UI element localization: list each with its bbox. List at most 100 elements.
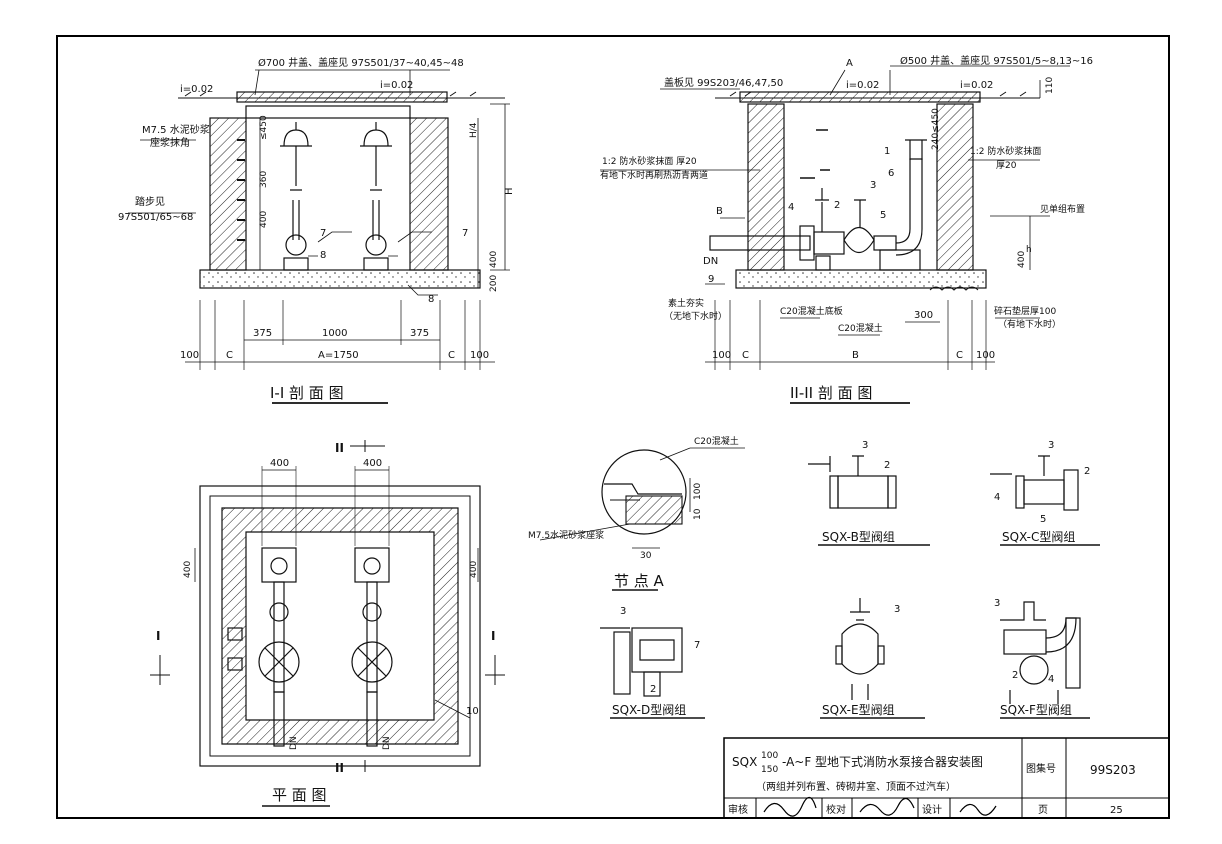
node-a-labels: C20混凝土 M7.5水泥砂浆座浆 100 10 30 节 点 A bbox=[528, 435, 739, 590]
sec2-dim-C2: C bbox=[956, 350, 963, 361]
plan-dim-400a: 400 bbox=[270, 458, 289, 469]
sec2-waterproof-right: 1:2 防水砂浆抹面 bbox=[970, 145, 1041, 157]
sec2-label-1: 1 bbox=[884, 146, 890, 157]
sec2-label-DN: DN bbox=[703, 256, 718, 267]
valve-c-title: SQX-C型阀组 bbox=[1002, 530, 1075, 544]
valve-f-n3: 3 bbox=[994, 598, 1000, 609]
sec2-title: II-II 剖 面 图 bbox=[790, 384, 872, 402]
sec2-dim-100b: 100 bbox=[976, 350, 995, 361]
section-1-drawing bbox=[128, 69, 510, 404]
sec2-gravel-note: 碎石垫层厚100 bbox=[994, 305, 1056, 317]
sec2-waterproof-right2: 厚20 bbox=[996, 160, 1017, 171]
sec2-dim-100a: 100 bbox=[712, 350, 731, 361]
plan-label-10: 10 bbox=[466, 706, 479, 717]
node-dim-100: 100 bbox=[693, 483, 703, 500]
valve-d-n7: 7 bbox=[694, 640, 700, 651]
tb-title-prefix: SQX bbox=[732, 755, 757, 769]
plan-dn-a: DN bbox=[289, 736, 299, 750]
title-block-text: SQX 100 150 -A~F 型地下式消防水泵接合器安装图 （两组并列布置、… bbox=[728, 751, 1136, 816]
sec1-dim-C1: C bbox=[226, 350, 233, 361]
valve-b-n2: 2 bbox=[884, 460, 890, 471]
node-a-drawing bbox=[539, 447, 745, 591]
valve-b-n3: 3 bbox=[862, 440, 868, 451]
sec2-well-note: Ø500 井盖、盖座见 97S501/5~8,13~16 bbox=[900, 54, 1093, 67]
sec2-label-4: 4 bbox=[788, 202, 794, 213]
tb-design-label: 设计 bbox=[922, 803, 942, 816]
valve-e-title: SQX-E型阀组 bbox=[822, 703, 895, 717]
sec1-dim-450: ≤450 bbox=[259, 115, 269, 140]
valve-f-n2: 2 bbox=[1012, 670, 1018, 681]
sec1-dim-400b: 400 bbox=[489, 251, 499, 268]
valve-c-n3: 3 bbox=[1048, 440, 1054, 451]
sec2-soil-note2: （无地下水时） bbox=[664, 310, 727, 322]
sec1-dim-360: 360 bbox=[259, 171, 269, 188]
node-mortar: M7.5水泥砂浆座浆 bbox=[528, 529, 604, 541]
sec1-dim-200: 200 bbox=[489, 275, 499, 292]
sec2-dim-B: B bbox=[852, 350, 859, 361]
plan-sec1-left: I bbox=[156, 629, 160, 643]
valve-e-n3: 3 bbox=[894, 604, 900, 615]
sec2-dim-450: 240≤450 bbox=[931, 108, 941, 150]
node-concrete: C20混凝土 bbox=[694, 435, 739, 447]
plan-drawing bbox=[150, 440, 505, 807]
sec1-label-7a: 7 bbox=[320, 228, 326, 239]
sec2-label-A: A bbox=[846, 58, 853, 69]
sec2-dim-110: 110 bbox=[1045, 77, 1055, 94]
tb-check-label: 校对 bbox=[826, 803, 846, 816]
section-1-labels: Ø700 井盖、盖座见 97S501/37~40,45~48 i=0.02 i=… bbox=[118, 56, 515, 402]
sec1-dim-400a: 400 bbox=[259, 211, 269, 228]
sec1-dim-h4: H/4 bbox=[469, 122, 479, 138]
sec1-dim-375a: 375 bbox=[253, 328, 272, 339]
sec2-unit-note: 见单组布置 bbox=[1040, 203, 1085, 215]
valve-d-n2: 2 bbox=[650, 684, 656, 695]
sec1-slope-left: i=0.02 bbox=[180, 84, 213, 95]
sec2-waterproof-left: 1:2 防水砂浆抹面 厚20 bbox=[602, 155, 697, 167]
section-2-labels: 盖板见 99S203/46,47,50 A Ø500 井盖、盖座见 97S501… bbox=[600, 54, 1093, 402]
sec1-mortar-note: M7.5 水泥砂浆 bbox=[142, 123, 210, 136]
tb-atlas-label: 图集号 bbox=[1026, 762, 1056, 775]
sec2-label-B: B bbox=[716, 206, 723, 217]
sec1-label-8a: 8 bbox=[320, 250, 326, 261]
sec2-concrete-note: C20混凝土 bbox=[838, 322, 883, 334]
tb-review-label: 审核 bbox=[728, 803, 748, 816]
sec1-dim-H: H bbox=[504, 187, 515, 195]
sec1-dim-100a: 100 bbox=[180, 350, 199, 361]
sec2-base-note: C20混凝土底板 bbox=[780, 305, 843, 317]
node-dim-10: 10 bbox=[693, 508, 703, 520]
section-2-drawing bbox=[600, 65, 1070, 404]
valve-c-n2: 2 bbox=[1084, 466, 1090, 477]
plan-dn-b: DN bbox=[382, 736, 392, 750]
sec2-cover-note: 盖板见 99S203/46,47,50 bbox=[664, 76, 783, 89]
plan-dim-400c: 400 bbox=[183, 561, 193, 578]
sec1-dim-A: A=1750 bbox=[318, 350, 359, 361]
sec1-dim-C2: C bbox=[448, 350, 455, 361]
sec1-dim-100b: 100 bbox=[470, 350, 489, 361]
sec2-label-3: 3 bbox=[870, 180, 876, 191]
valve-b-title: SQX-B型阀组 bbox=[822, 530, 895, 544]
plan-dim-400d: 400 bbox=[469, 561, 479, 578]
sec1-steps-note: 踏步见 bbox=[135, 195, 165, 208]
node-title: 节 点 A bbox=[614, 572, 665, 590]
tb-page-no: 25 bbox=[1110, 805, 1123, 816]
valve-groups-drawing bbox=[600, 455, 1100, 719]
sec2-label-5: 5 bbox=[880, 210, 886, 221]
plan-dim-400b: 400 bbox=[363, 458, 382, 469]
sec2-dim-300: 300 bbox=[914, 310, 933, 321]
sheet-border bbox=[56, 35, 1170, 819]
sec2-label-9: 9 bbox=[708, 274, 714, 285]
valve-c-n5: 5 bbox=[1040, 514, 1046, 525]
tb-atlas-no: 99S203 bbox=[1090, 763, 1136, 777]
tb-subtitle: （两组并列布置、砖砌井室、顶面不过汽车） bbox=[756, 780, 956, 793]
valve-d-title: SQX-D型阀组 bbox=[612, 703, 686, 717]
sec2-gravel-note2: （有地下水时） bbox=[998, 318, 1061, 330]
sec1-mortar-note2: 座浆抹角 bbox=[150, 136, 190, 149]
sec2-dim-h: h bbox=[1026, 245, 1032, 255]
sec2-slope-left: i=0.02 bbox=[846, 80, 879, 91]
sec1-slope-right: i=0.02 bbox=[380, 80, 413, 91]
sec2-dim-400: 400 bbox=[1017, 251, 1027, 268]
sec1-dim-375b: 375 bbox=[410, 328, 429, 339]
sec1-label-7b: 7 bbox=[462, 228, 468, 239]
plan-sec2-mark-bottom: II bbox=[335, 761, 344, 775]
